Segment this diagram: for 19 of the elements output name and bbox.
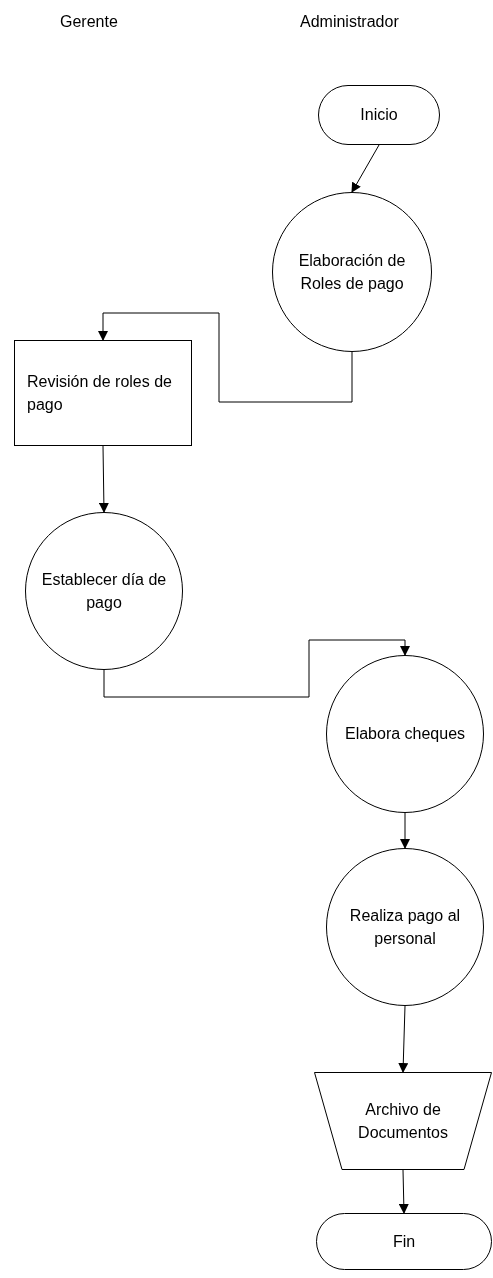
manual-operation-trapezoid [314, 1072, 492, 1170]
lane-header: Administrador [300, 12, 399, 32]
node-label: Elaboración de Roles de pago [297, 250, 407, 294]
arrow [400, 812, 410, 849]
node-label: Establecer día de pago [40, 569, 168, 613]
arrow [398, 1169, 409, 1214]
lane-header: Gerente [60, 12, 118, 32]
node-label: Archivo de Documentos [357, 1099, 449, 1143]
node-label: Revisión de roles de pago [27, 371, 173, 415]
arrow [98, 312, 353, 403]
arrow [398, 1005, 409, 1073]
arrow [351, 144, 380, 193]
node-label: Realiza pago al personal [348, 905, 462, 949]
node-label: Inicio [360, 105, 398, 126]
node-label: Fin [392, 1231, 416, 1252]
process-box [14, 340, 192, 446]
arrow [98, 445, 109, 513]
arrow [103, 639, 410, 698]
node-label: Elabora cheques [344, 724, 466, 745]
